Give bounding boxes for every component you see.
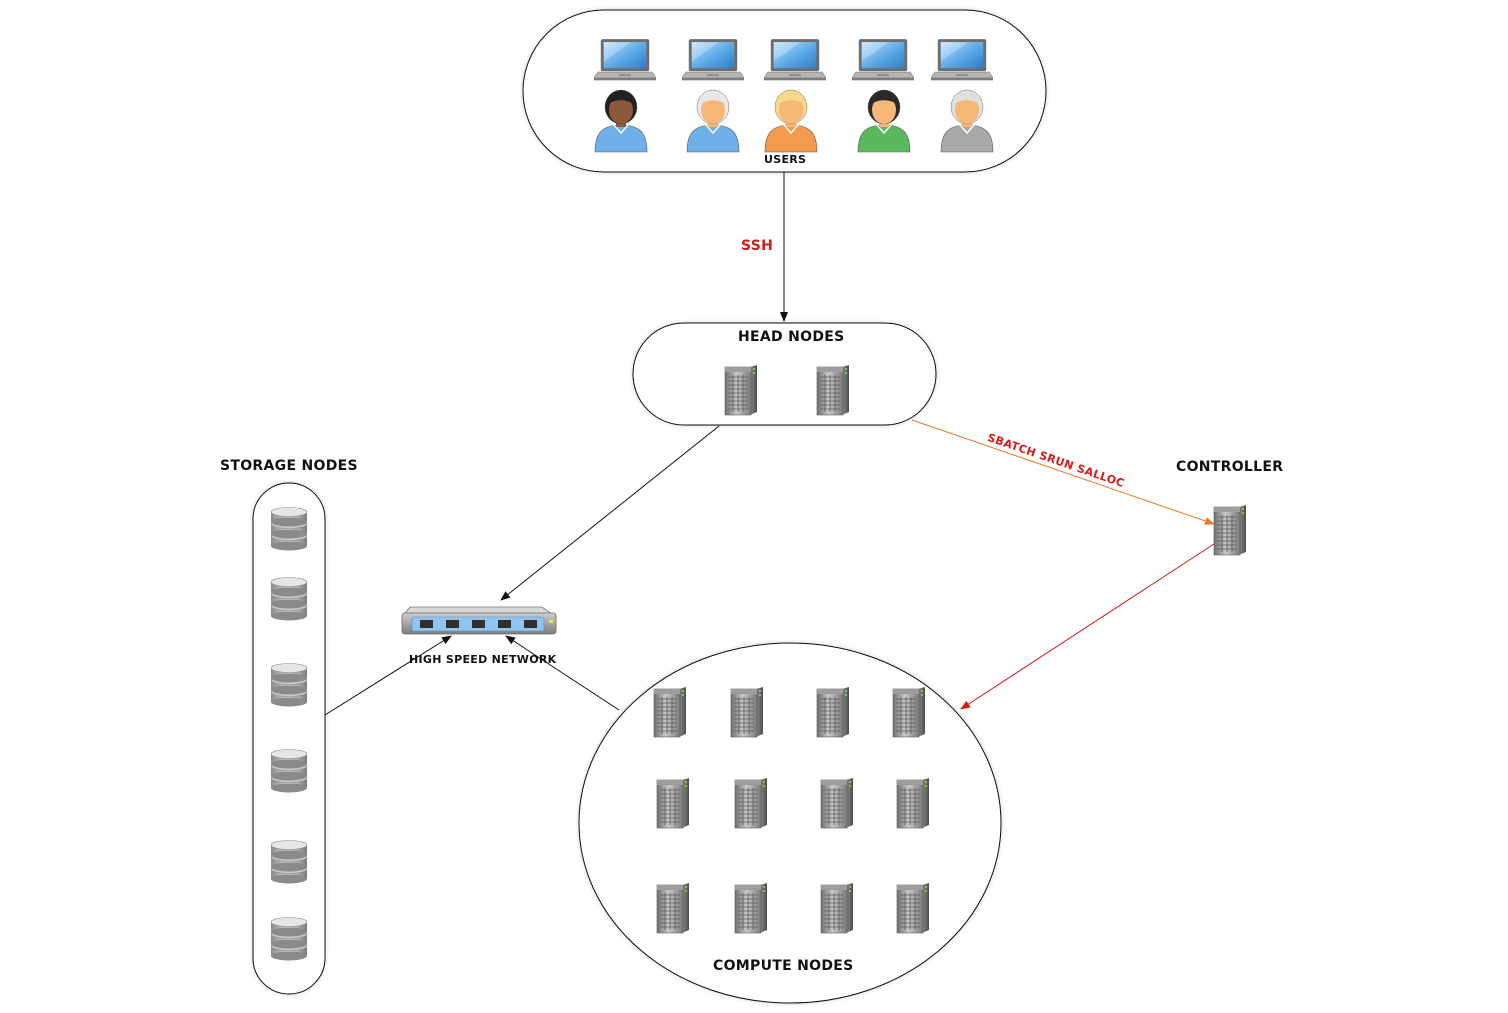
database-icon bbox=[270, 506, 308, 552]
server-tower-icon bbox=[820, 777, 854, 829]
compute-nodes-label: COMPUTE NODES bbox=[713, 958, 854, 974]
person-icon bbox=[594, 89, 648, 153]
laptop-icon bbox=[594, 38, 656, 81]
compute-to-network-edge bbox=[505, 635, 620, 711]
controller-label: CONTROLLER bbox=[1176, 459, 1284, 475]
database-icon bbox=[270, 916, 308, 962]
server-tower-icon bbox=[816, 364, 850, 416]
head-to-controller-edge bbox=[911, 419, 1215, 525]
server-tower-icon bbox=[656, 882, 690, 934]
storage-to-network-edge bbox=[324, 635, 452, 716]
users-row bbox=[594, 89, 994, 153]
database-icon bbox=[270, 662, 308, 708]
server-tower-icon bbox=[653, 686, 687, 738]
controller-server-icon bbox=[1213, 504, 1247, 556]
database-icon bbox=[270, 576, 308, 622]
server-tower-icon bbox=[724, 364, 758, 416]
laptop-icon bbox=[682, 38, 744, 81]
laptop-icon bbox=[931, 38, 993, 81]
server-tower-icon bbox=[656, 777, 690, 829]
laptop-icon bbox=[764, 38, 826, 81]
network-switch-icon bbox=[401, 606, 558, 635]
head-nodes-group bbox=[632, 322, 937, 426]
head-nodes-label: HEAD NODES bbox=[738, 329, 845, 345]
person-icon bbox=[686, 89, 740, 153]
server-tower-icon bbox=[734, 882, 768, 934]
database-icon bbox=[270, 748, 308, 794]
laptop-icon bbox=[852, 38, 914, 81]
storage-nodes-label: STORAGE NODES bbox=[220, 458, 358, 474]
controller-to-compute-edge bbox=[960, 543, 1215, 710]
server-tower-icon bbox=[734, 777, 768, 829]
person-icon bbox=[857, 89, 911, 153]
server-tower-icon bbox=[820, 882, 854, 934]
database-icon bbox=[270, 839, 308, 885]
person-icon bbox=[940, 89, 994, 153]
server-tower-icon bbox=[896, 882, 930, 934]
network-label: HIGH SPEED NETWORK bbox=[409, 653, 557, 666]
server-tower-icon bbox=[896, 777, 930, 829]
ssh-edge-label: SSH bbox=[741, 238, 774, 254]
compute-nodes-group bbox=[578, 642, 1002, 1004]
server-tower-icon bbox=[816, 686, 850, 738]
server-tower-icon bbox=[892, 686, 926, 738]
users-label: USERS bbox=[764, 153, 807, 166]
head-to-network-edge bbox=[500, 425, 720, 601]
server-tower-icon bbox=[730, 686, 764, 738]
person-icon bbox=[764, 89, 818, 153]
